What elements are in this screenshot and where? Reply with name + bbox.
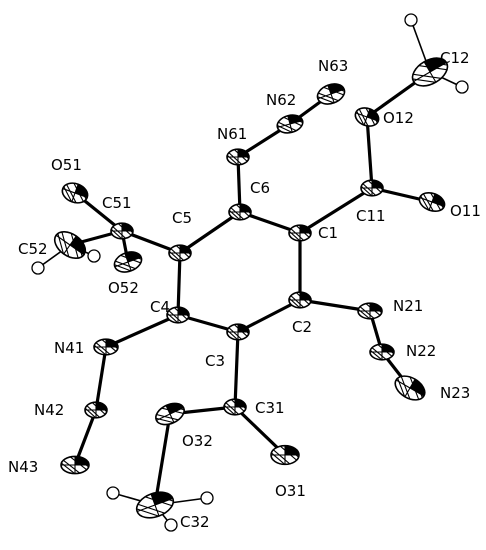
atom-label-c5: C5 [172,209,192,227]
atom-label-c4: C4 [150,298,170,316]
atom-label-n61: N61 [217,125,247,143]
atom-label-c11: C11 [356,207,386,225]
atom-label-n43: N43 [8,458,38,476]
atom-label-c12: C12 [440,49,470,67]
atom-label-n41: N41 [54,339,84,357]
atom-label-c31: C31 [255,399,285,417]
atom-label-o12: O12 [383,109,414,127]
atom-label-c32: C32 [180,513,210,531]
hydrogen-atoms [31,13,469,532]
atom-label-o31: O31 [275,482,306,500]
atom-label-c1: C1 [318,224,338,242]
atom-label-c52: C52 [18,240,48,258]
atom-label-o11: O11 [450,202,481,220]
atom-labels: C12 N63 N62 O12 N61 C6 O51 C51 C11 O11 C… [8,49,481,531]
atom-label-o51: O51 [51,156,82,174]
atom-label-n22: N22 [406,342,436,360]
atom-label-c2: C2 [292,318,312,336]
atom-label-c3: C3 [205,352,225,370]
atom-label-n23: N23 [440,384,470,402]
atom-label-n62: N62 [266,91,296,109]
atom-label-o52: O52 [108,279,139,297]
atom-label-o32: O32 [182,432,213,450]
atom-label-c51: C51 [102,194,132,212]
atom-label-n42: N42 [34,401,64,419]
atom-label-c6: C6 [250,179,270,197]
atom-label-n63: N63 [318,57,348,75]
atom-label-n21: N21 [393,297,423,315]
